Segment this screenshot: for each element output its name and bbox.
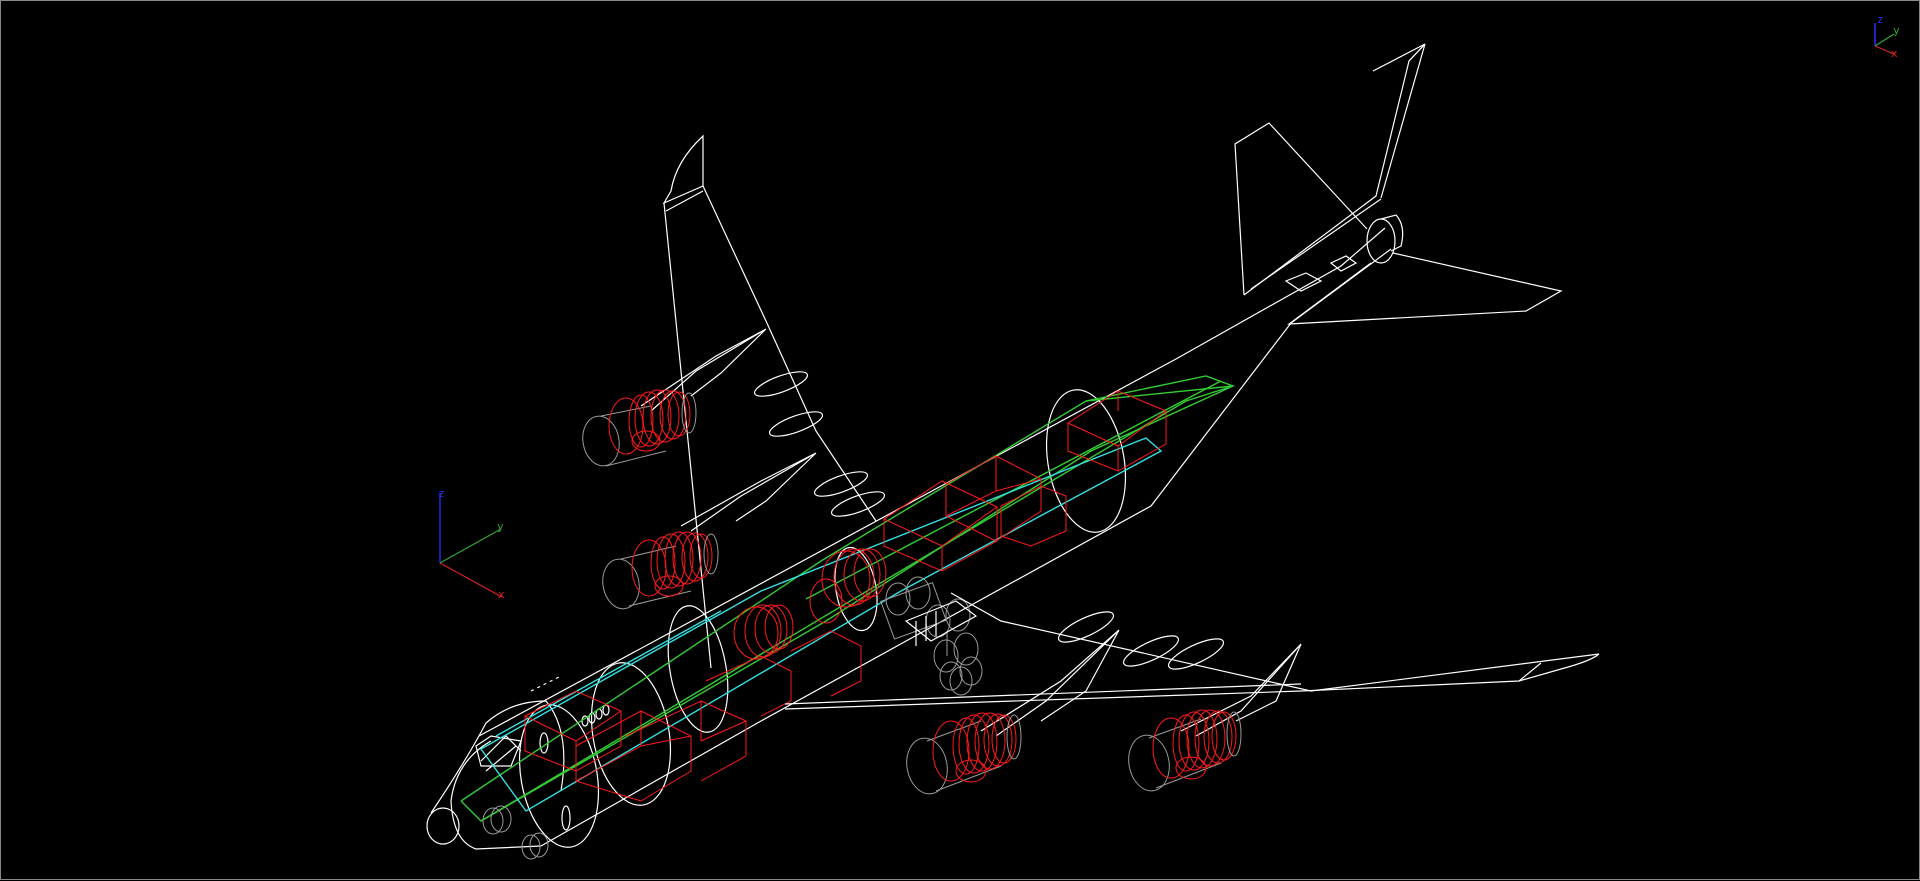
cabin-cargo-boxes[interactable] [524, 390, 1167, 802]
engine-fan-rings [628, 389, 691, 448]
main-landing-gear[interactable] [880, 576, 983, 696]
left-outboard-engine[interactable] [579, 389, 697, 469]
corner-axis-x-label: x [1891, 47, 1898, 60]
tail-cone[interactable] [1284, 214, 1404, 292]
main-axis-triad: z y x [438, 487, 505, 601]
cabin-floor-green[interactable] [460, 375, 1236, 822]
axis-y-label: y [497, 520, 504, 533]
left-wing[interactable] [640, 134, 887, 669]
cabin-floor-cyan[interactable] [479, 437, 1163, 812]
horizontal-stabilizer[interactable] [1287, 252, 1563, 325]
right-outboard-engine[interactable] [1124, 709, 1242, 794]
axis-x-label: x [498, 588, 505, 601]
center-engines[interactable] [733, 548, 887, 660]
corner-axis-z-label: z [1877, 13, 1884, 26]
axis-z-label: z [438, 487, 445, 500]
left-inboard-engine[interactable] [599, 531, 719, 612]
corner-axis-y-label: y [1893, 24, 1900, 37]
right-inboard-engine[interactable] [902, 712, 1022, 797]
right-wing[interactable] [784, 592, 1600, 737]
fuselage[interactable] [426, 227, 1392, 854]
nose-landing-gear[interactable] [482, 805, 549, 860]
corner-axis-triad: z y x [1874, 13, 1900, 60]
vertical-stabilizer[interactable] [1234, 43, 1426, 296]
